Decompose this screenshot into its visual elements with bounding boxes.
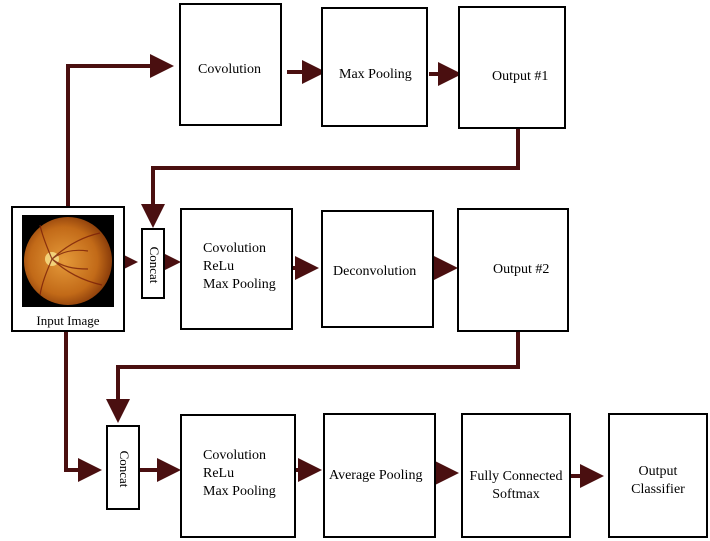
conv-relu-maxpool-box-2-line-1: Covolution bbox=[203, 447, 266, 464]
output-2-box: Output #2 bbox=[457, 208, 569, 332]
arrow-input-to-concat2 bbox=[66, 333, 96, 470]
input-image-label: Input Image bbox=[13, 312, 123, 329]
concat-box-2-label: Concat bbox=[117, 444, 131, 494]
conv-relu-maxpool-box-1-line-1: Covolution bbox=[203, 240, 266, 257]
max-pooling-box-1: Max Pooling bbox=[321, 7, 428, 127]
input-image-frame: Input Image bbox=[11, 206, 125, 332]
average-pooling-box: Average Pooling bbox=[323, 413, 436, 538]
retina-fundus-image bbox=[22, 215, 114, 307]
concat-box-1-label: Concat bbox=[147, 240, 161, 290]
output-classifier-line-2: Classifier bbox=[610, 481, 706, 498]
fully-connected-line-2: Softmax bbox=[463, 486, 569, 503]
conv-relu-maxpool-box-1-line-2: ReLu bbox=[203, 258, 234, 275]
output-2-label: Output #2 bbox=[493, 261, 549, 278]
convolution-box-1: Covolution bbox=[179, 3, 282, 126]
arrow-output2-to-concat2 bbox=[118, 333, 518, 417]
conv-relu-maxpool-box-2: Covolution ReLu Max Pooling bbox=[180, 414, 296, 538]
max-pooling-box-1-label: Max Pooling bbox=[339, 66, 412, 83]
conv-relu-maxpool-box-1-line-3: Max Pooling bbox=[203, 276, 276, 293]
average-pooling-label: Average Pooling bbox=[329, 467, 422, 484]
concat-box-1: Concat bbox=[141, 228, 165, 299]
conv-relu-maxpool-box-2-line-3: Max Pooling bbox=[203, 483, 276, 500]
output-1-box: Output #1 bbox=[458, 6, 566, 129]
conv-relu-maxpool-box-1: Covolution ReLu Max Pooling bbox=[180, 208, 293, 330]
deconvolution-box: Deconvolution bbox=[321, 210, 434, 328]
input-image-background bbox=[22, 215, 114, 307]
output-classifier-line-1: Output bbox=[610, 463, 706, 480]
fully-connected-box: Fully Connected Softmax bbox=[461, 413, 571, 538]
output-1-label: Output #1 bbox=[492, 68, 548, 85]
concat-box-2: Concat bbox=[106, 425, 140, 510]
output-classifier-box: Output Classifier bbox=[608, 413, 708, 538]
convolution-box-1-label: Covolution bbox=[198, 61, 261, 78]
deconvolution-label: Deconvolution bbox=[333, 263, 416, 280]
conv-relu-maxpool-box-2-line-2: ReLu bbox=[203, 465, 234, 482]
fully-connected-line-1: Fully Connected bbox=[463, 468, 569, 485]
